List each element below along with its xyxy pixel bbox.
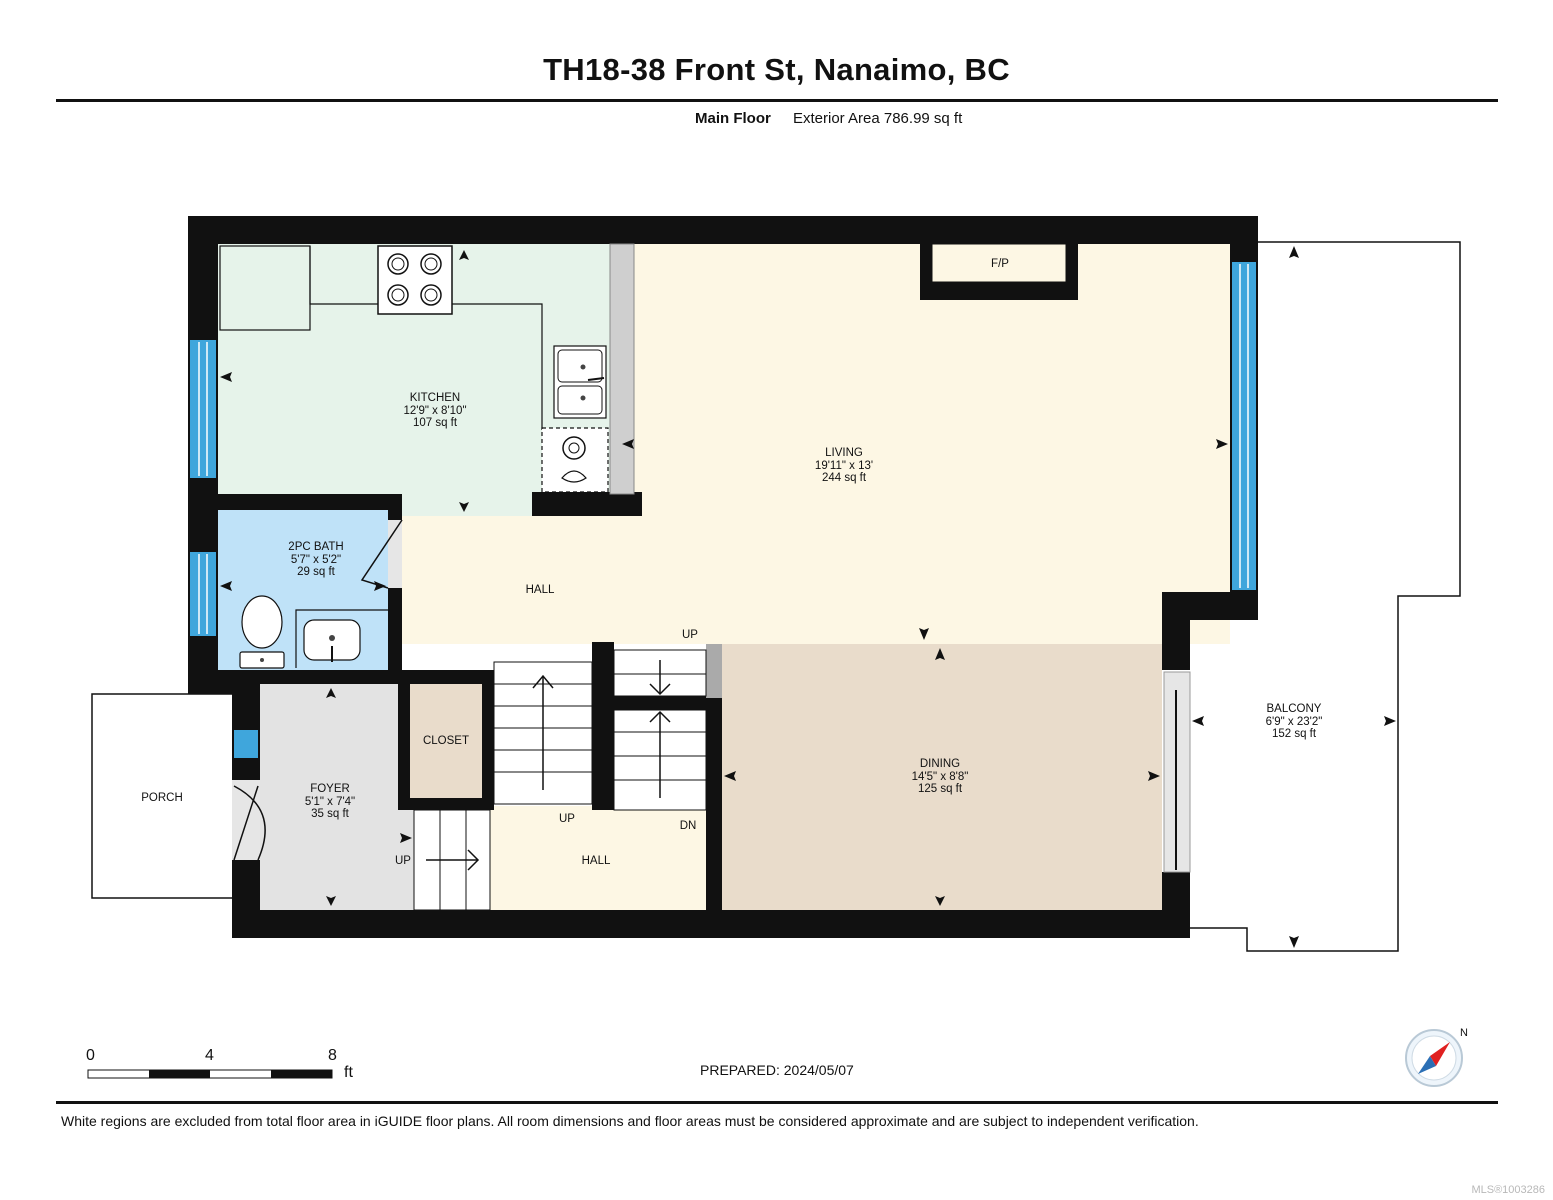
stairs-down-label: DN (680, 820, 697, 832)
living-area: 244 sq ft (822, 472, 867, 484)
porch-outline (91, 693, 232, 899)
mls-number: MLS®1003286 (1471, 1184, 1545, 1196)
kitchen-counters (219, 245, 543, 430)
footer-divider (56, 1101, 1498, 1104)
prepared-date: PREPARED: 2024/05/07 (700, 1062, 854, 1078)
windows (190, 262, 1256, 758)
balcony-outline (1190, 241, 1461, 952)
dimension-arrows (220, 246, 1396, 948)
scale-tick-8: 8 (328, 1047, 337, 1064)
disclaimer: White regions are excluded from total fl… (61, 1113, 1199, 1129)
scale-tick-4: 4 (205, 1047, 214, 1064)
lower-hall-area (490, 806, 706, 910)
dining-dims: 14'5" x 8'8" (912, 771, 969, 783)
living-label: LIVING (825, 447, 863, 459)
hall-upper-label: HALL (526, 584, 555, 596)
kitchen-area: 107 sq ft (413, 417, 458, 429)
fireplace (931, 243, 1067, 283)
pantry-wall (609, 243, 635, 495)
bath-vanity (295, 609, 388, 668)
foyer-area (258, 684, 414, 910)
stove (377, 245, 453, 315)
scale-unit: ft (344, 1064, 353, 1081)
kitchen-sink (553, 345, 607, 419)
dining-area: 125 sq ft (918, 783, 963, 795)
compass-north-label: N (1460, 1027, 1468, 1039)
entry-door (233, 785, 266, 861)
bath-area (218, 510, 388, 670)
closet-label: CLOSET (423, 735, 469, 747)
stairs-up-top-label: UP (682, 629, 698, 641)
kitchen-label: KITCHEN (410, 392, 460, 404)
living-area (636, 244, 1230, 644)
stairs-up-mid-label: UP (559, 813, 575, 825)
closet-area (410, 682, 482, 798)
toilet (239, 595, 285, 669)
bath-label: 2PC BATH (288, 541, 343, 553)
kitchen-dims: 12'9" x 8'10" (403, 405, 466, 417)
dining-label: DINING (920, 758, 960, 770)
window-mullions (198, 264, 1249, 634)
floor-name: Main Floor (695, 110, 771, 127)
exterior-area: Exterior Area 786.99 sq ft (793, 110, 963, 127)
foyer-label: FOYER (310, 783, 350, 795)
dishwasher (541, 427, 609, 493)
dining-area (720, 644, 1162, 910)
living-dims: 19'11" x 13' (815, 460, 873, 472)
scale-tick-0: 0 (86, 1047, 95, 1064)
foyer-dims: 5'1" x 7'4" (305, 796, 355, 808)
hall-lower-label: HALL (582, 855, 611, 867)
bath-dims: 5'7" x 5'2" (291, 554, 341, 566)
interior-walls (218, 244, 1078, 910)
compass-icon: N (1405, 1027, 1468, 1087)
stair-post (706, 644, 722, 698)
foyer-area: 35 sq ft (311, 808, 350, 820)
balcony-area: 152 sq ft (1272, 728, 1317, 740)
fireplace-label: F/P (991, 258, 1009, 270)
scale-bar (87, 1069, 333, 1079)
porch-label: PORCH (141, 792, 183, 804)
balcony-label: BALCONY (1267, 703, 1322, 715)
page-title: TH18-38 Front St, Nanaimo, BC (543, 52, 1010, 87)
title-divider (56, 99, 1498, 102)
stairs-up-foyer-label: UP (395, 855, 411, 867)
bath-area: 29 sq ft (297, 566, 336, 578)
balcony-dims: 6'9" x 23'2" (1266, 716, 1323, 728)
